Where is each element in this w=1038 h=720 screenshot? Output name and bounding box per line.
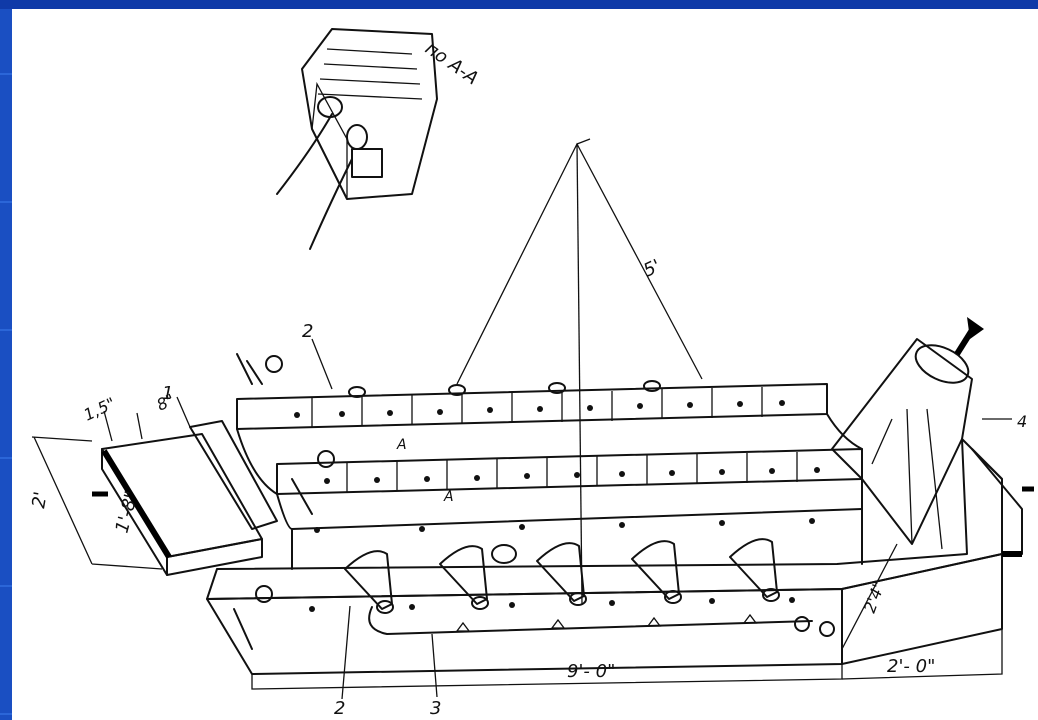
section-mark-upper: А: [396, 437, 407, 453]
exhaust-hood: [831, 317, 984, 550]
callout-3: 3: [430, 698, 441, 719]
section-inset: [276, 28, 438, 250]
dim-inlet-depth-label: 8": [154, 390, 178, 415]
dim-diagonal-label: 5': [640, 256, 664, 282]
section-mark-lower: А: [443, 489, 454, 505]
burner-cones: [344, 538, 780, 614]
main-body: [206, 380, 1023, 675]
section-label: по А-А: [421, 38, 482, 89]
slide-side-bar: [0, 9, 12, 720]
dim-main-length-label: 9'- 0": [567, 661, 615, 682]
dimension-lines: [31, 138, 1034, 700]
dim-outlet-length-label: 2'- 0": [887, 656, 935, 677]
inlet-box: [101, 420, 278, 576]
callout-2-top: 2: [302, 321, 313, 342]
drawing-panel: по А-А: [12, 9, 1038, 720]
technical-drawing: по А-А: [28, 28, 1034, 719]
dim-inlet-height-label: 2': [28, 490, 52, 510]
slide-top-bar: [0, 0, 1038, 9]
callout-1: 1: [162, 383, 173, 404]
gas-manifold: [368, 606, 813, 635]
dim-inlet-lip-label: 1,5": [81, 394, 119, 425]
valves: [233, 353, 835, 650]
callout-2-bottom: 2: [334, 698, 345, 719]
callout-4: 4: [1017, 412, 1027, 431]
